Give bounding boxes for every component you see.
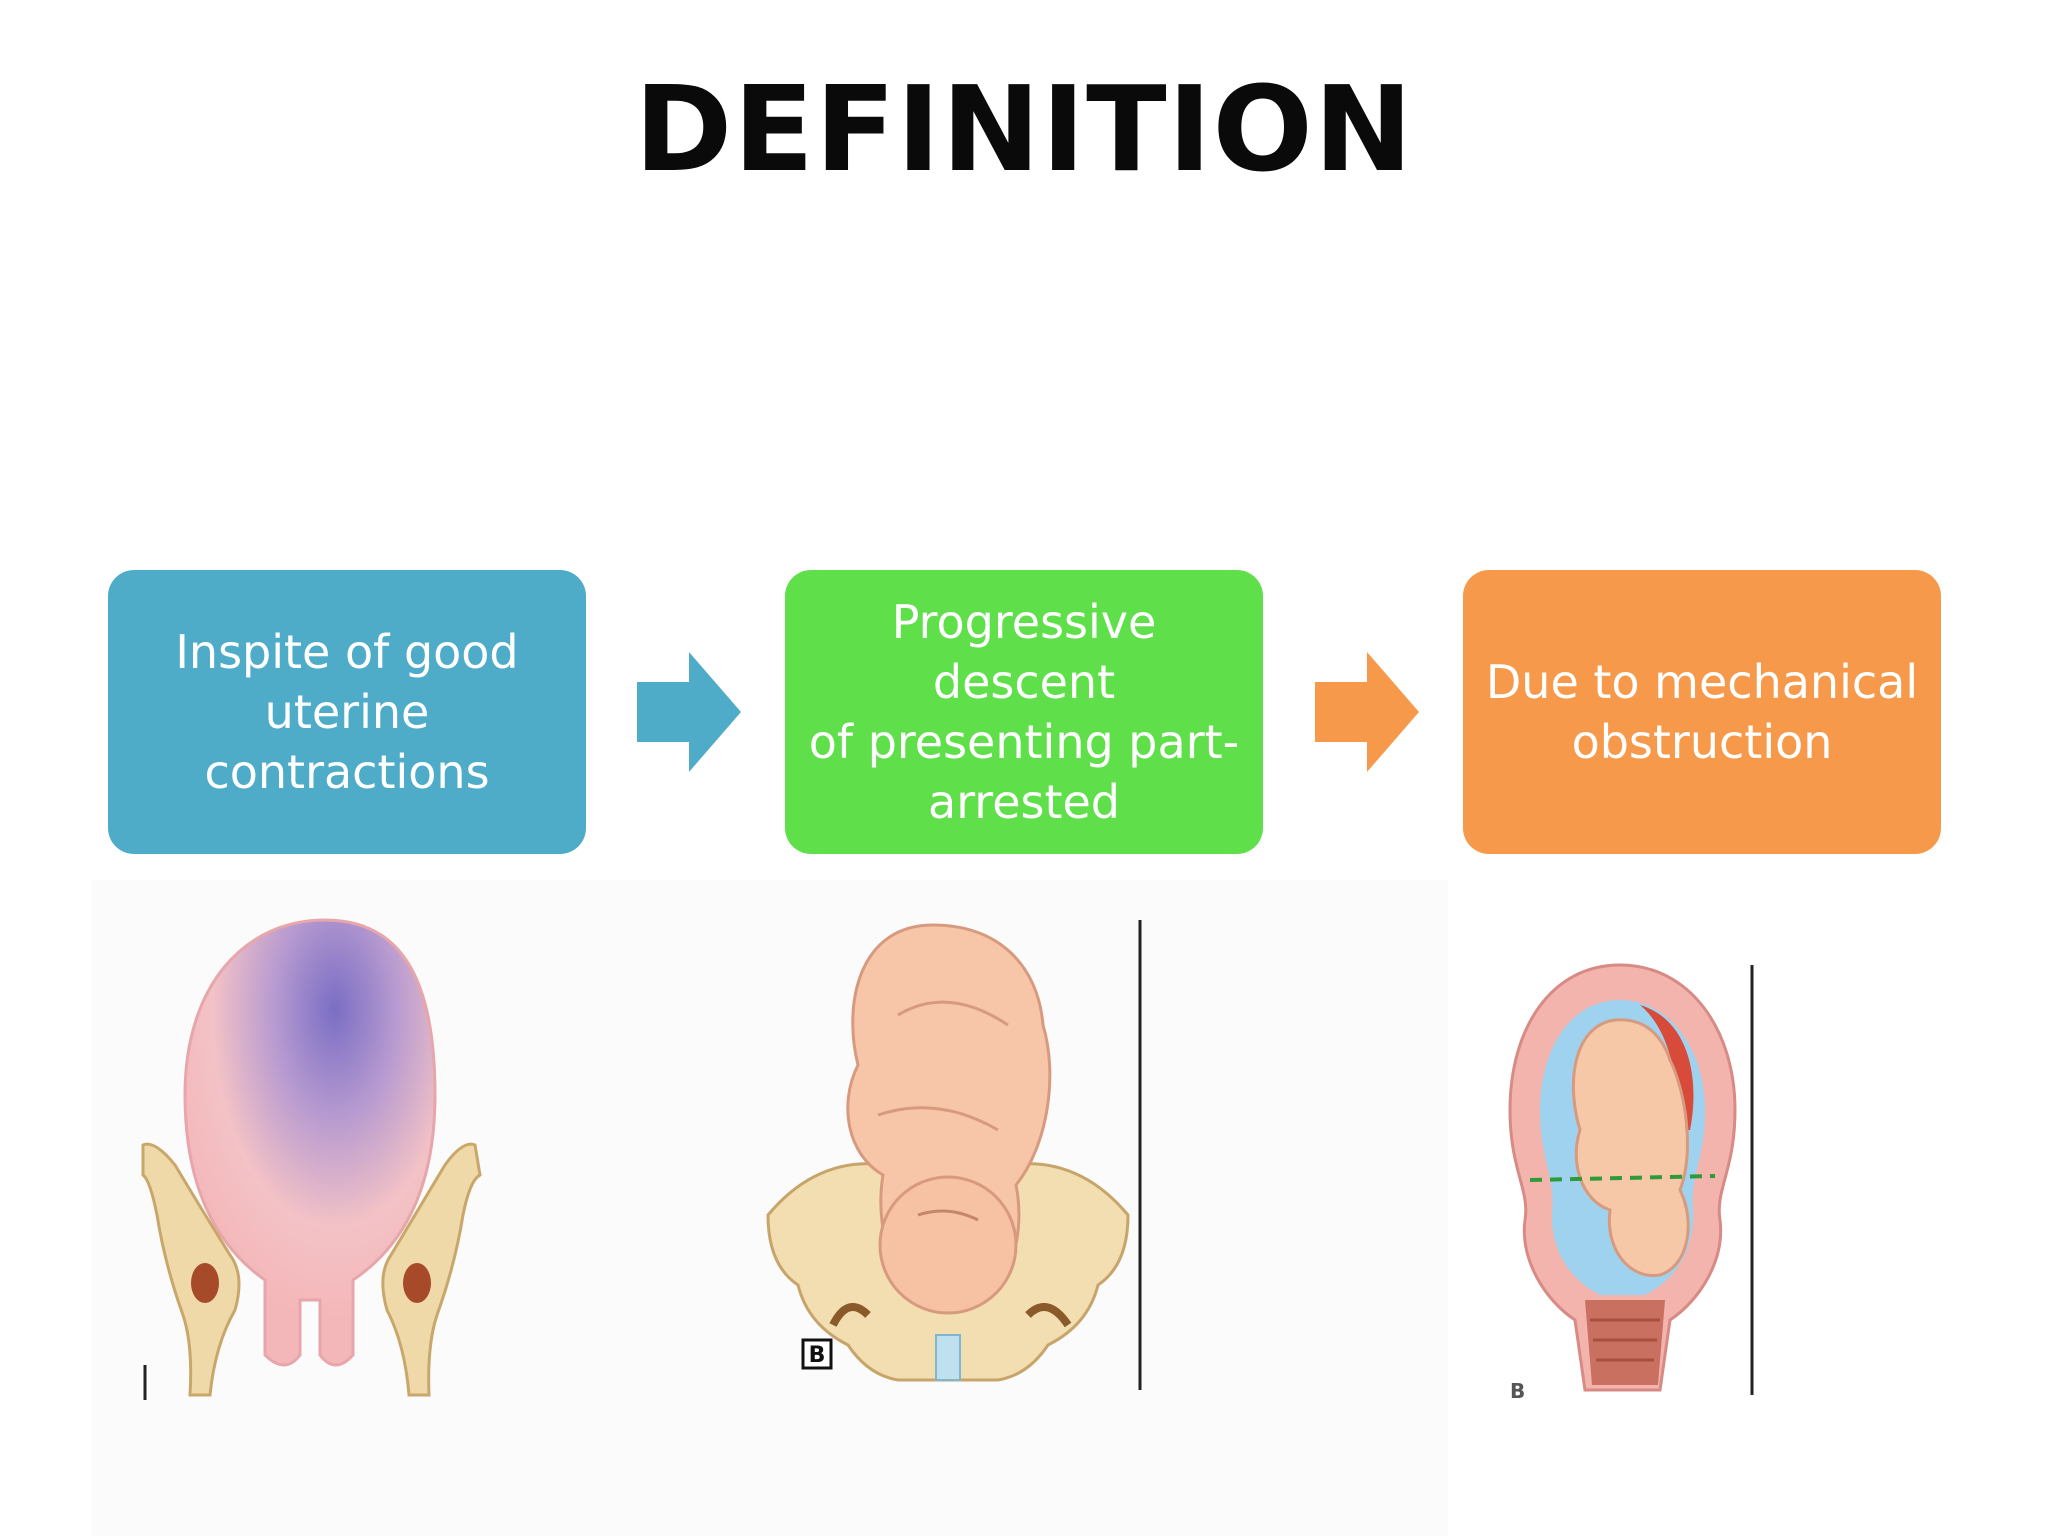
step-text: Due to mechanical obstruction: [1486, 652, 1918, 772]
figure-label-b: B: [809, 1343, 826, 1368]
step-line: arrested: [928, 775, 1120, 829]
step-box-descent: Progressive descent of presenting part- …: [785, 570, 1263, 854]
step-line: obstruction: [1571, 715, 1833, 769]
step-line: Inspite of good: [175, 625, 519, 679]
step-line: Progressive descent: [891, 595, 1157, 709]
step-text: Progressive descent of presenting part- …: [803, 592, 1245, 832]
step-line: Due to mechanical: [1485, 655, 1919, 709]
fetus-descent-illustration: B: [766, 920, 1142, 1390]
page-title: DEFINITION: [634, 60, 1414, 198]
obstructed-labor-illustration: B: [1508, 963, 1754, 1400]
step-text: Inspite of good uterine contractions: [175, 622, 518, 802]
step-box-contractions: Inspite of good uterine contractions: [108, 570, 586, 854]
right-arrow-icon: [637, 652, 741, 772]
step-line: of presenting part-: [808, 715, 1240, 769]
step-line: uterine: [264, 685, 430, 739]
figure-label-b: B: [1510, 1379, 1525, 1400]
step-box-obstruction: Due to mechanical obstruction: [1463, 570, 1941, 854]
step-line: contractions: [204, 745, 490, 799]
uterus-pelvis-illustration: [141, 918, 482, 1400]
right-arrow-icon: [1315, 652, 1419, 772]
